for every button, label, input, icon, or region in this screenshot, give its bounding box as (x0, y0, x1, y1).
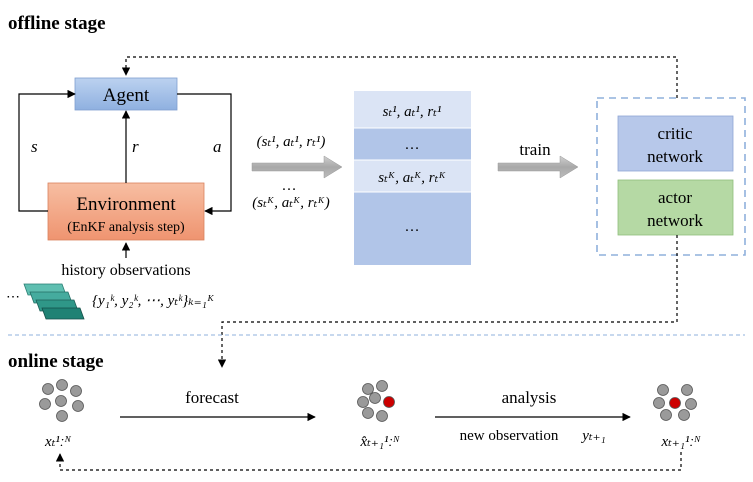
environment-box: Environment (EnKF analysis step) (47, 182, 205, 241)
ensemble-analysis-label: xₜ₊₁¹ːᴺ (660, 434, 701, 450)
buffer-row-1 (354, 91, 471, 128)
actor-label-line2: network (647, 211, 703, 230)
state-label: s (31, 137, 38, 156)
analysis-label: analysis (502, 388, 557, 407)
critic-network-box: critic network (617, 115, 734, 172)
agent-label: Agent (103, 85, 150, 106)
critic-label-line1: critic (658, 124, 693, 143)
action-label: a (213, 137, 222, 156)
buffer-entry-4: … (405, 219, 420, 235)
actor-label-line1: actor (658, 188, 692, 207)
buffer-entry-3: sₜᴷ, aₜᴷ, rₜᴷ (378, 170, 446, 186)
new-observation-label: new observation (460, 428, 559, 444)
ensemble-analysis (653, 384, 697, 421)
network-to-agent-arrow (121, 56, 678, 98)
critic-label-line2: network (647, 147, 703, 166)
actor-network-box: actor network (617, 179, 734, 236)
ensemble-forecast (357, 380, 395, 422)
actor-to-online-arrow (217, 235, 678, 368)
reward-label: r (132, 137, 139, 156)
tuple-last: (sₜᴷ, aₜᴷ, rₜᴷ) (252, 195, 329, 211)
history-set: {y₁ᵏ, y₂ᵏ, ⋯, yₜᵏ}ₖ₌₁ᴷ (92, 293, 215, 309)
history-label: history observations (61, 262, 190, 279)
train-label: train (519, 140, 551, 159)
state-arrow (18, 89, 76, 212)
tuple-first: (sₜ¹, aₜ¹, rₜ¹) (257, 134, 326, 150)
agent-box: Agent (74, 77, 178, 111)
tuple-ellipsis: … (282, 178, 297, 194)
buffer-entry-1: sₜ¹, aₜ¹, rₜ¹ (383, 104, 442, 120)
ensemble-prior (39, 379, 84, 422)
buffer-row-3 (354, 160, 471, 192)
action-arrow (177, 93, 232, 216)
environment-label: Environment (76, 194, 176, 215)
history-ellipsis: ⋯ (6, 290, 20, 305)
environment-sublabel: (EnKF analysis step) (67, 220, 185, 235)
buffer-row-4 (354, 192, 471, 265)
tuple-arrow (251, 155, 343, 179)
cycle-back-arrow (55, 452, 682, 471)
online-stage-title: online stage (8, 351, 104, 372)
train-arrow (497, 155, 579, 179)
offline-stage-title: offline stage (8, 13, 106, 34)
forecast-label: forecast (185, 388, 239, 407)
new-observation-var: yₜ₊₁ (580, 428, 606, 444)
history-stack-icon (23, 283, 85, 320)
network-container (596, 97, 746, 256)
ensemble-forecast-label: x̂ₜ₊₁¹ːᴺ (359, 434, 400, 450)
ensemble-prior-label: xₜ¹ːᴺ (44, 434, 72, 450)
buffer-entry-2: … (405, 137, 420, 153)
replay-buffer: sₜ¹, aₜ¹, rₜ¹ … sₜᴷ, aₜᴷ, rₜᴷ … (354, 91, 471, 265)
buffer-row-2 (354, 128, 471, 160)
